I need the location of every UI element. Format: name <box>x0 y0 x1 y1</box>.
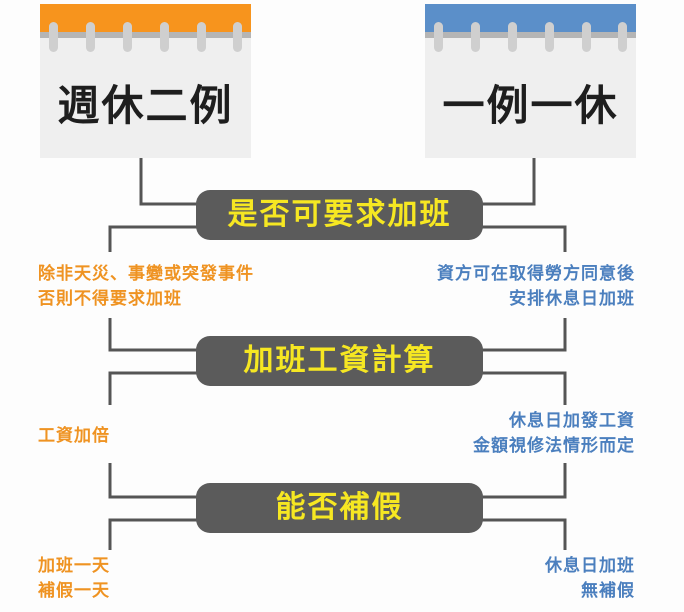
calendar-ring-icon <box>233 22 242 52</box>
left-answer-overtime-allowed: 除非天災、事變或突發事件 否則不得要求加班 <box>38 262 254 312</box>
calendar-ring-icon <box>582 22 591 52</box>
calendar-ring-icon <box>618 22 627 52</box>
answer-line: 安排休息日加班 <box>509 289 635 309</box>
right-answer-overtime-pay: 休息日加發工資 金額視修法情形而定 <box>473 409 635 459</box>
left-answer-compensatory-leave: 加班一天 補假一天 <box>38 554 110 604</box>
answer-line: 金額視修法情形而定 <box>473 436 635 456</box>
connector-q1-right <box>480 225 567 252</box>
right-answer-overtime-allowed: 資方可在取得勞方同意後 安排休息日加班 <box>437 262 635 312</box>
connector-q3-right-bottom <box>480 518 567 550</box>
answer-line: 資方可在取得勞方同意後 <box>437 264 635 284</box>
calendar-one-fixed-one-flex: 一例一休 <box>425 4 636 158</box>
calendar-ring-icon <box>508 22 517 52</box>
calendar-ring-icon <box>434 22 443 52</box>
calendar-top-band <box>40 4 251 32</box>
calendar-strip <box>425 32 636 38</box>
connector-left-calendar <box>139 158 200 206</box>
connector-q2-left-top <box>108 318 200 352</box>
calendar-ring-icon <box>86 22 95 52</box>
connector-q3-right-top <box>480 463 567 499</box>
connector-q2-right-bottom <box>480 371 567 405</box>
answer-line: 除非天災、事變或突發事件 <box>38 264 254 284</box>
calendar-ring-icon <box>197 22 206 52</box>
calendar-title: 一例一休 <box>442 81 619 130</box>
calendar-strip <box>40 32 251 38</box>
question-overtime-allowed: 是否可要求加班 <box>196 190 483 240</box>
answer-line: 補假一天 <box>38 581 110 601</box>
calendar-ring-icon <box>49 22 58 52</box>
right-answer-compensatory-leave: 休息日加班 無補假 <box>545 554 635 604</box>
answer-line: 無補假 <box>581 581 635 601</box>
answer-line: 休息日加發工資 <box>509 411 635 431</box>
calendar-title: 週休二例 <box>57 81 234 130</box>
question-overtime-pay: 加班工資計算 <box>196 336 483 386</box>
calendar-ring-icon <box>471 22 480 52</box>
left-answer-overtime-pay: 工資加倍 <box>38 424 110 449</box>
answer-line: 否則不得要求加班 <box>38 289 182 309</box>
connector-q3-left-bottom <box>108 518 200 550</box>
calendar-ring-icon <box>545 22 554 52</box>
connector-q1-left <box>108 225 200 252</box>
answer-line: 加班一天 <box>38 556 110 576</box>
calendar-ring-icon <box>160 22 169 52</box>
answer-line: 工資加倍 <box>38 426 110 446</box>
calendar-weekly-two-rest: 週休二例 <box>40 4 251 158</box>
answer-line: 休息日加班 <box>545 556 635 576</box>
calendar-ring-icon <box>123 22 132 52</box>
calendar-top-band <box>425 4 636 32</box>
question-compensatory-leave: 能否補假 <box>196 483 483 533</box>
connector-q2-left-bottom <box>108 371 200 405</box>
connector-q2-right-top <box>480 318 567 352</box>
connector-q3-left-top <box>108 463 200 499</box>
connector-right-calendar <box>480 158 536 206</box>
